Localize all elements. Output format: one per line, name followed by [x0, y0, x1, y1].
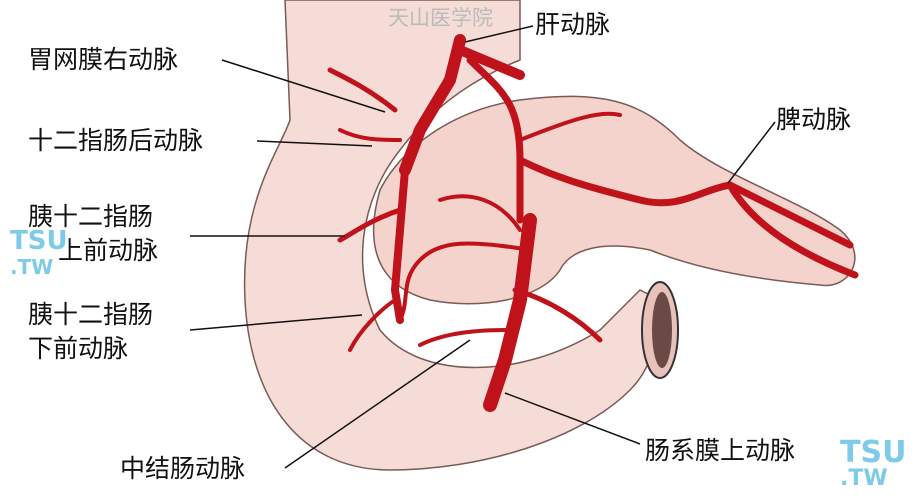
label-splenic: 脾动脉 [776, 105, 852, 134]
leader-splenic [727, 121, 776, 184]
label-sup-pd-2: 上前动脉 [58, 236, 159, 265]
leader-gastroepiploic [221, 59, 386, 113]
tsu-logo-left: TSU .TW [10, 228, 68, 280]
label-middle-colic: 中结肠动脉 [120, 454, 246, 483]
leader-retroduodenal [256, 140, 373, 147]
gastroduodenal-artery [390, 166, 409, 324]
arteries [327, 34, 859, 412]
label-inf-pd-2: 下前动脉 [28, 334, 129, 363]
hepatic-artery [399, 34, 466, 176]
pancreas [372, 95, 856, 305]
label-sup-pd-1: 胰十二指肠 [28, 202, 154, 231]
label-sma: 肠系膜上动脉 [645, 436, 796, 465]
tsu-logo-right: TSU .TW [840, 435, 907, 492]
logo-text-top: TSU [840, 435, 907, 470]
leader-sma [504, 392, 641, 445]
label-inf-pd-1: 胰十二指肠 [28, 300, 154, 329]
leader-hepatic [464, 25, 534, 43]
label-gastroepiploic-right: 胃网膜右动脉 [28, 45, 179, 74]
leader-middle-colic [284, 339, 471, 469]
leader-inf-pd [189, 314, 363, 331]
label-retroduodenal: 十二指肠后动脉 [28, 126, 204, 155]
logo-text-bottom: .TW [10, 255, 54, 279]
label-hepatic: 肝动脉 [535, 10, 611, 39]
jejunum-opening [641, 281, 679, 379]
logo-text-top: TSU [10, 226, 68, 256]
splenic-artery [516, 156, 854, 249]
watermark: 天山医学院 [388, 6, 493, 30]
leader-lines [189, 25, 776, 469]
superior-mesenteric-artery [483, 213, 537, 412]
logo-text-bottom: .TW [840, 466, 888, 491]
